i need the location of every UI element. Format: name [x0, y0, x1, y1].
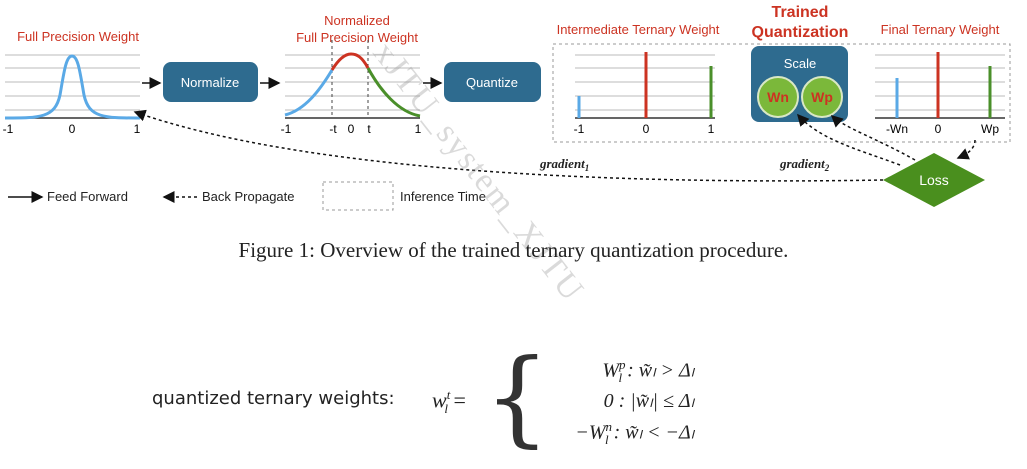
- equation-lhs: wtl =: [432, 387, 466, 416]
- wp-circle: [801, 76, 843, 118]
- wn-label: Wn: [767, 89, 789, 105]
- panel4-tick-0: 0: [935, 122, 942, 136]
- equation-row-zero: 0 : |w̃ₗ| ≤ Δₗ: [603, 390, 694, 412]
- panel2-curve-red: [330, 52, 370, 71]
- backprop-to-wp-path: [830, 114, 916, 161]
- equation-label: quantized ternary weights:: [152, 388, 395, 409]
- panel2-title-line2: Full Precision Weight: [296, 30, 418, 45]
- panel4-grid: [875, 54, 1005, 111]
- figure-caption: Figure 1: Overview of the trained ternar…: [238, 238, 789, 262]
- equation-brace: {: [484, 336, 551, 458]
- panel3-tick-neg1: -1: [574, 122, 585, 136]
- normalize-box: [163, 62, 258, 102]
- quantize-label: Quantize: [466, 75, 518, 90]
- gradient1-label: gradient1: [539, 156, 589, 173]
- equation-row-negative: −Wnl : w̃ₗ < −Δₗ: [575, 419, 694, 447]
- wn-circle: [757, 76, 799, 118]
- legend-feed-forward-label: Feed Forward: [47, 189, 128, 204]
- overview-diagram: Full Precision Weight -1 0 1 Normalize N…: [3, 4, 1011, 211]
- panel4-tick-wp: Wp: [981, 122, 999, 136]
- loss-diamond: [883, 153, 985, 207]
- panel4-title: Final Ternary Weight: [881, 22, 1000, 37]
- ternary-equation: wtl = { Wpl : w̃ₗ > Δₗ 0 : |w̃ₗ| ≤ Δₗ −W…: [420, 345, 720, 455]
- panel3-title: Intermediate Ternary Weight: [557, 22, 720, 37]
- panel1-grid: [5, 54, 140, 111]
- panel1-tick-0: 0: [69, 122, 76, 136]
- panel2-curve-green: [366, 67, 421, 118]
- trained-title-line1: Trained: [772, 4, 829, 21]
- legend-inference-label: Inference Time: [400, 189, 486, 204]
- panel1-tick-neg1: -1: [3, 122, 14, 136]
- panel3-tick-1: 1: [708, 122, 715, 136]
- panel1-bell-curve: [4, 54, 141, 120]
- panel2-tick-t: t: [367, 122, 371, 136]
- scale-label: Scale: [784, 56, 817, 71]
- loss-label: Loss: [919, 172, 949, 188]
- inference-region: [552, 43, 1011, 143]
- panel2-tick-0: 0: [348, 122, 355, 136]
- panel2-tick-negt: -t: [329, 122, 337, 136]
- loss-feed-path: [956, 139, 976, 160]
- panel4-tick-negwn: -Wn: [886, 122, 908, 136]
- backprop-gradient1-path: [133, 109, 884, 182]
- normalize-label: Normalize: [181, 75, 240, 90]
- legend-back-propagate-label: Back Propagate: [202, 189, 295, 204]
- quantize-box: [444, 62, 541, 102]
- trained-title-line2: Quantization: [752, 24, 849, 41]
- panel2-title-line1: Normalized: [324, 13, 390, 28]
- legend-inference-box: [322, 181, 394, 211]
- equation-row-positive: Wpl : w̃ₗ > Δₗ: [602, 357, 694, 385]
- wp-label: Wp: [811, 89, 833, 105]
- panel1-title: Full Precision Weight: [17, 29, 139, 44]
- panel2-curve-blue: [284, 69, 334, 117]
- panel3-tick-0: 0: [643, 122, 650, 136]
- panel1-tick-1: 1: [134, 122, 141, 136]
- panel2-tick-1: 1: [415, 122, 422, 136]
- gradient2-label: gradient2: [779, 156, 830, 173]
- backprop-to-wn-path: [797, 113, 901, 166]
- panel2-tick-neg1: -1: [281, 122, 292, 136]
